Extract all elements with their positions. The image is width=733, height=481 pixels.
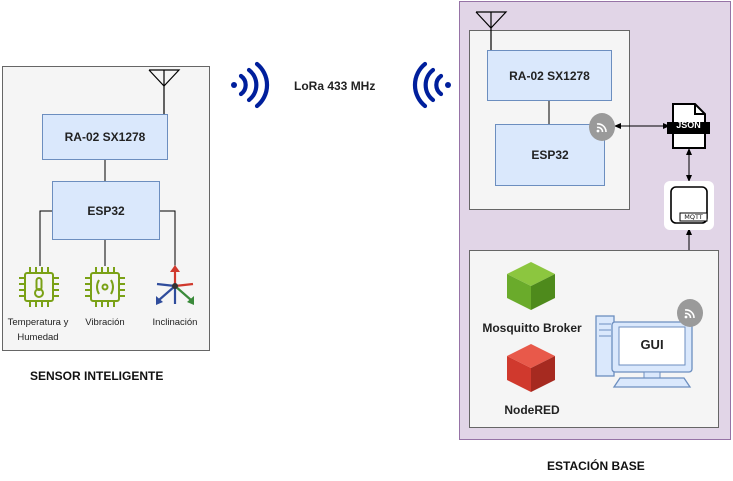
nodered-label: NodeRED [504, 403, 560, 417]
sensor-mcu-block: ESP32 [52, 181, 160, 240]
computer-icon [595, 315, 693, 388]
antenna-icon [475, 11, 508, 50]
broker-cube-icon [507, 262, 555, 310]
wifi-icon [589, 113, 615, 141]
sensor-label-temp: Temperatura y Humedad [7, 317, 69, 343]
base-mcu-block: ESP32 [495, 124, 605, 186]
base-station-title: ESTACIÓN BASE [547, 459, 645, 473]
json-file-icon [667, 103, 710, 149]
sensor-label-vibration: Vibración [85, 317, 125, 328]
nodered-cube-icon [507, 344, 555, 392]
wireless-signal-in-icon [412, 61, 451, 109]
vibration-chip-icon [85, 267, 125, 307]
wifi-icon [677, 299, 703, 327]
sensor-node-title: SENSOR INTELIGENTE [30, 369, 164, 383]
antenna-icon [148, 69, 181, 114]
sensor-radio-block: RA-02 SX1278 [42, 114, 168, 160]
wireless-signal-out-icon [231, 61, 270, 109]
broker-label: Mosquitto Broker [482, 321, 582, 335]
json-label: JSON [676, 120, 701, 130]
mqtt-label: MQTT [684, 213, 703, 221]
lora-link-label: LoRa 433 MHz [294, 79, 376, 93]
sensor-label-tilt: Inclinación [152, 317, 198, 328]
mqtt-icon [670, 186, 708, 224]
gui-label: GUI [640, 337, 664, 352]
tilt-axes-icon [156, 265, 194, 305]
thermometer-chip-icon [19, 267, 59, 307]
base-radio-block: RA-02 SX1278 [487, 50, 612, 101]
